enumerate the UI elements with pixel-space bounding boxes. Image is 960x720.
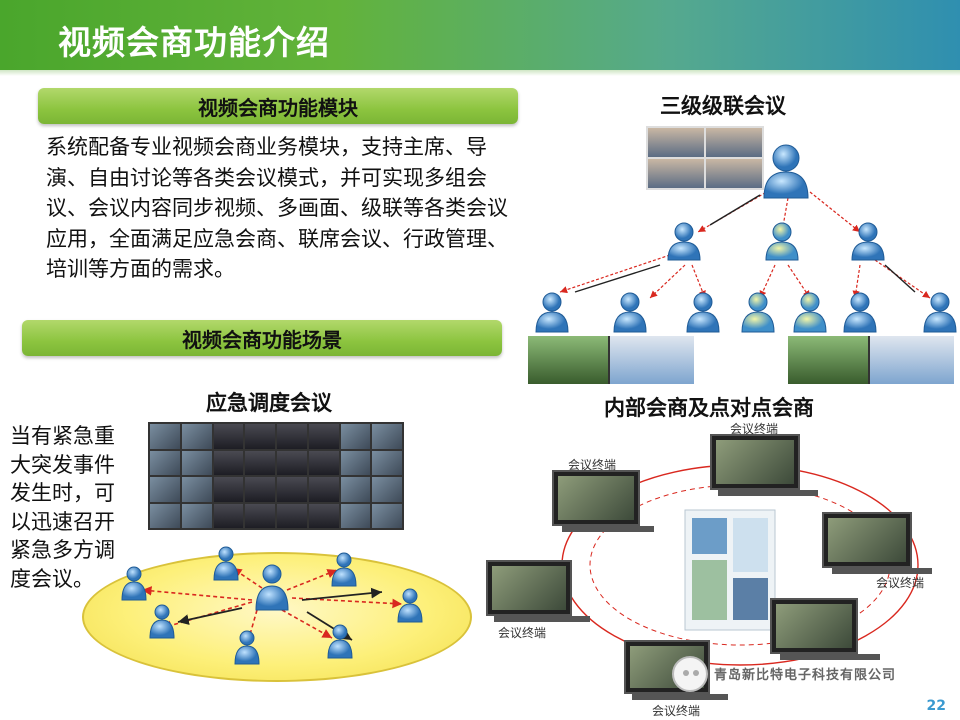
person-icon [613,292,647,333]
person-icon [327,624,353,659]
person-icon [667,222,701,261]
terminal-base [562,526,654,532]
emergency-label: 应急调度会议 [206,391,332,415]
emergency-description: 当有紧急重大突发事件发生时，可以迅速召开紧急多方调度会议。 [10,424,115,591]
video-wall-image [148,422,404,530]
person-icon [331,552,357,587]
internal-label: 内部会商及点对点会商 [604,396,814,420]
person-icon [793,292,827,333]
terminal-label: 会议终端 [730,422,779,436]
scenes-heading: 视频会商功能场景 [22,320,502,356]
title-bar: 视频会商功能介绍 [0,0,960,70]
terminal-label: 会议终端 [652,704,701,718]
terminal-base [632,694,728,700]
terminal-screen [486,560,572,616]
person-icon [741,292,775,333]
person-icon [149,604,175,639]
cascade-label: 三级级联会议 [660,94,786,118]
terminal-base [780,654,880,660]
terminal-label: 会议终端 [498,626,547,640]
person-icon [213,546,239,581]
terminal-label: 会议终端 [876,576,925,590]
title-shadow [0,70,960,76]
terminal-screen [770,598,858,654]
terminal-screen [552,470,640,526]
person-icon [851,222,885,261]
cascade-diagram [535,144,957,333]
person-icon [234,630,260,665]
person-icon [535,292,569,333]
person-icon [843,292,877,333]
conference-screen-left [528,336,694,384]
module-description: 系统配备专业视频会商业务模块，支持主席、导演、自由讨论等各类会议模式，并可实现多… [46,135,508,281]
person-icon [765,222,799,261]
terminal-screen [822,512,912,568]
internal-network-ring [561,464,919,666]
person-icon [397,588,423,623]
person-icon [923,292,957,333]
page-number: 22 [926,698,946,714]
terminal-label: 会议终端 [568,458,617,472]
conference-screen-right [788,336,954,384]
emergency-diagram [121,546,423,665]
terminal-screen [710,434,800,490]
conference-quad-image [646,126,764,190]
wechat-icon [672,656,708,692]
module-heading: 视频会商功能模块 [38,88,518,124]
terminal-base [718,490,818,496]
person-icon [686,292,720,333]
person-icon [121,566,147,601]
person-icon [763,144,809,199]
company-name: 青岛新比特电子科技有限公司 [714,668,897,683]
terminal-base [494,616,590,622]
person-icon [255,564,289,611]
terminal-base [832,568,932,574]
slide-title: 视频会商功能介绍 [58,23,330,62]
